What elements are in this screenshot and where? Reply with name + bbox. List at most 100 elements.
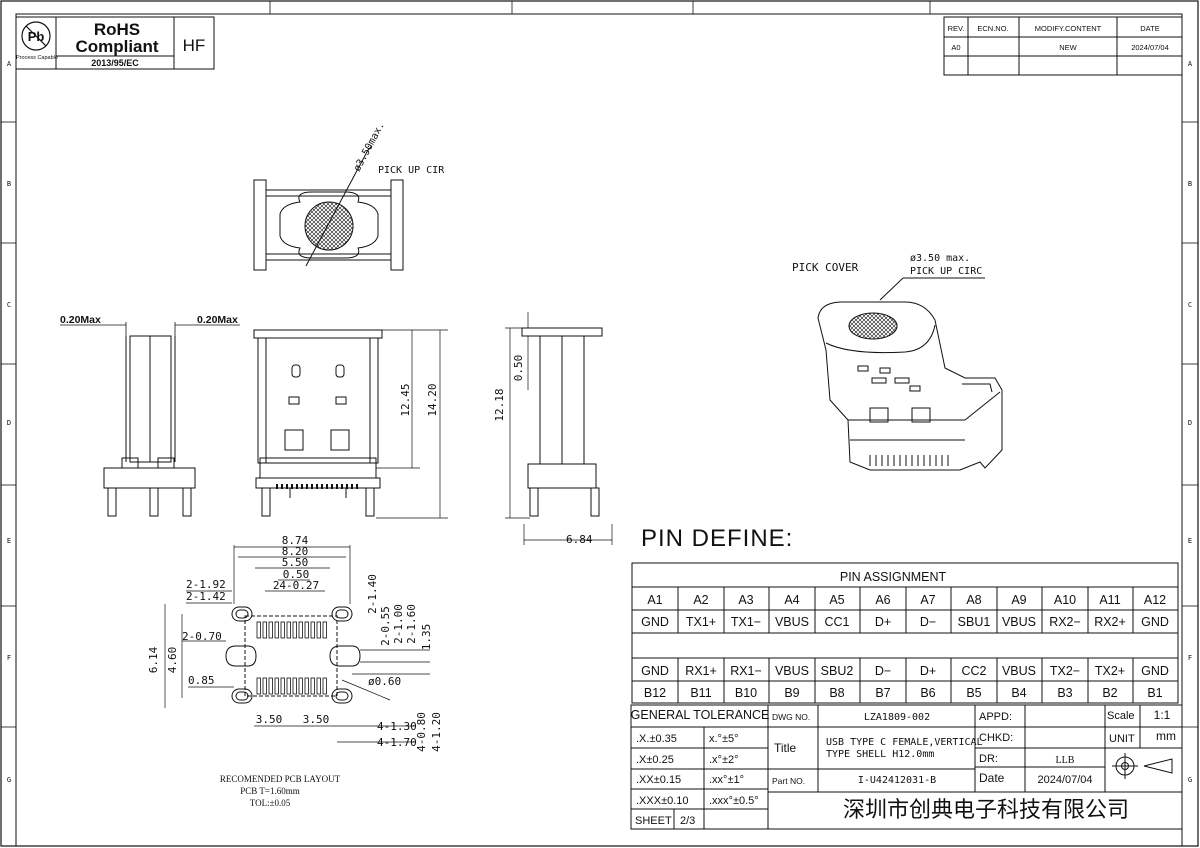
title-label: Title [774, 741, 797, 755]
pcb-l2: 2-1.42 [186, 590, 226, 603]
tol-angle-value: .x°±2° [709, 754, 739, 766]
row-marker: E [7, 537, 11, 545]
pin-signal: CC2 [961, 664, 986, 678]
rev-header: REV. [948, 24, 965, 33]
pcb-w2: 8.20 [282, 545, 309, 558]
pcb-b5: 4-0.80 [415, 712, 428, 752]
tol-angle-value: .xxx°±0.5° [709, 795, 759, 807]
pin-label: A12 [1144, 593, 1166, 607]
front-view [253, 329, 448, 519]
pin-label: B8 [829, 686, 844, 700]
date-value: 2024/07/04 [1131, 43, 1169, 52]
pcb-note-2: PCB T=1.60mm [240, 786, 299, 796]
row-markers-left: A B C D E F G [7, 60, 12, 784]
pcb-w5: 24-0.27 [273, 579, 319, 592]
pin-top-signals: GND TX1+ TX1− VBUS CC1 D+ D− SBU1 VBUS R… [641, 615, 1169, 629]
pcb-layout [164, 545, 430, 743]
iso-view [817, 277, 1003, 471]
iso-pins [869, 455, 949, 466]
pin-assignment-table [631, 562, 1179, 704]
pin-signal: VBUS [775, 615, 809, 629]
pin-signal: RX1− [730, 664, 762, 678]
pin-label: A11 [1099, 593, 1120, 607]
pin-label: B10 [735, 686, 757, 700]
date-header: DATE [1140, 24, 1159, 33]
pcb-r5: 1.35 [420, 624, 433, 651]
pcb-pads [256, 621, 327, 695]
modify-content-header: MODIFY.CONTENT [1035, 24, 1102, 33]
pcb-note-1: RECOMENDED PCB LAYOUT [220, 774, 341, 784]
pin-label: B2 [1102, 686, 1117, 700]
pin-label: A10 [1054, 593, 1076, 607]
sheet-label: SHEET [635, 815, 672, 827]
pcb-r3: 2-1.00 [392, 604, 405, 644]
row-marker: D [7, 419, 11, 427]
pin-signal: RX1+ [685, 664, 717, 678]
dwg-no-label: DWG NO. [772, 712, 810, 722]
pin-signal: GND [1141, 615, 1169, 629]
pb-free-icon [21, 21, 51, 51]
right-top-dim: 0.50 [512, 355, 525, 382]
pin-label: A7 [920, 593, 935, 607]
dwg-no-value: LZA1809-002 [864, 712, 930, 723]
pcb-r4: 2-1.60 [405, 604, 418, 644]
pcb-w1: 8.74 [282, 534, 309, 547]
title-block [630, 704, 1183, 830]
pin-label: B11 [690, 686, 711, 700]
appd-label: APPD: [979, 711, 1012, 723]
directive-label: 2013/95/EC [91, 58, 139, 68]
row-marker: E [1188, 537, 1192, 545]
pin-signal: D− [875, 664, 891, 678]
pick-cover-label: PICK COVER [792, 261, 859, 274]
pcb-w3: 5.50 [282, 556, 309, 569]
pin-label: A5 [829, 593, 844, 607]
row-marker: G [7, 776, 11, 784]
modify-content-value: NEW [1059, 43, 1077, 52]
pcb-h2: 4.60 [166, 647, 179, 674]
iso-dia-label: ø3.50 max. [910, 253, 970, 264]
pin-signal: RX2+ [1094, 615, 1126, 629]
pick-up-circle [304, 201, 354, 251]
sheet-value: 2/3 [680, 815, 695, 827]
pin-top-labels: A1 A2 A3 A4 A5 A6 A7 A8 A9 A10 A11 A12 [647, 593, 1166, 607]
tol-linear-value: .XX±0.15 [636, 774, 681, 786]
tolerance-angle: x.°±5° .x°±2° .xx°±1° .xxx°±0.5° [709, 733, 759, 807]
right-side-view [505, 312, 613, 545]
hf-label: HF [183, 36, 206, 55]
pin-label: B9 [784, 686, 799, 700]
tol-linear-value: .XXX±0.10 [636, 795, 689, 807]
date-label: Date [979, 771, 1005, 785]
pin-label: A8 [966, 593, 981, 607]
pin-label: A3 [738, 593, 753, 607]
pin-bottom-labels: B12 B11 B10 B9 B8 B7 B6 B5 B4 B3 B2 B1 [644, 686, 1163, 700]
pcb-h1: 6.14 [147, 646, 160, 673]
pin-signal: TX2− [1050, 664, 1080, 678]
row-markers-right: A B C D E F G [1188, 60, 1193, 784]
pin-signal: D− [920, 615, 936, 629]
pcb-l1: 2-1.92 [186, 578, 226, 591]
dr-label: DR: [979, 753, 998, 765]
unit-label: UNIT [1109, 733, 1135, 745]
pin-signal: VBUS [1002, 664, 1036, 678]
pin-label: B6 [920, 686, 935, 700]
row-marker: B [7, 180, 11, 188]
row-marker: A [7, 60, 12, 68]
pcb-b1: 3.50 [256, 713, 283, 726]
pin-define-title: PIN DEFINE: [641, 525, 793, 552]
iso-pick-label: PICK UP CIRC [910, 266, 982, 277]
pcb-w4: 0.50 [283, 568, 310, 581]
tol-linear-value: .X±0.25 [636, 754, 674, 766]
tol-angle-value: .xx°±1° [709, 774, 744, 786]
pin-label: B1 [1147, 686, 1162, 700]
pin-signal: VBUS [775, 664, 809, 678]
row-marker: B [1188, 180, 1192, 188]
pcb-l3: 2-0.70 [182, 630, 222, 643]
front-pins [276, 484, 358, 489]
scale-label: Scale [1107, 710, 1135, 722]
dr-value: LLB [1056, 755, 1075, 766]
right-h-dim: 12.18 [493, 388, 506, 421]
pin-label: B3 [1057, 686, 1072, 700]
pin-signal: TX2+ [1095, 664, 1125, 678]
